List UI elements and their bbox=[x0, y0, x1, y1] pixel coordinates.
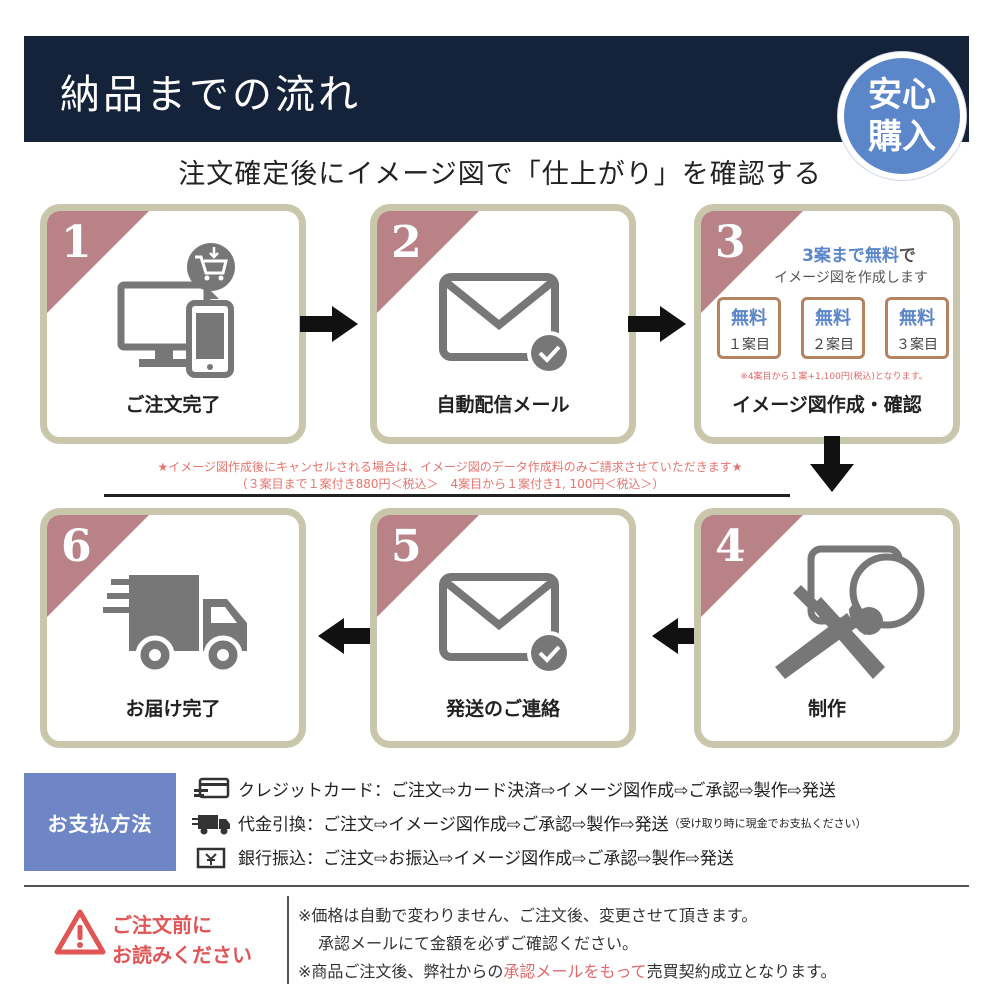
note-line1: ※価格は自動で変わりません、ご注文後、変更させて頂きます。 bbox=[298, 906, 758, 925]
payment-row-bank: 銀行振込：ご注文⇨お振込⇨イメージ図作成⇨ご承認⇨製作⇨発送 bbox=[192, 844, 734, 869]
step-label: 自動配信メール bbox=[436, 394, 570, 416]
payment-row-text: 代金引換：ご注文⇨イメージ図作成⇨ご承認⇨製作⇨発送 bbox=[238, 815, 669, 835]
truck-yen-icon bbox=[192, 814, 230, 834]
cancel-notice-line2: （３案目まで１案付き880円＜税込＞ 4案目から１案付き1, 100円＜税込＞） bbox=[235, 477, 665, 491]
warning-icon bbox=[54, 909, 106, 955]
free-box-top: 無料 bbox=[899, 308, 935, 329]
step-label: 制作 bbox=[807, 698, 846, 720]
free-box-bottom: ２案目 bbox=[812, 337, 854, 353]
step-corner bbox=[47, 211, 149, 313]
step-1-card: 1 ご注文完了 bbox=[40, 204, 306, 444]
step-number: 6 bbox=[61, 521, 92, 572]
step-corner bbox=[701, 211, 803, 313]
anshin-badge: 安心 購入 bbox=[838, 52, 966, 180]
payment-label: お支払方法 bbox=[24, 773, 176, 871]
step-label: 発送のご連絡 bbox=[445, 698, 560, 720]
step-number: 5 bbox=[391, 521, 422, 572]
arrow-right-icon bbox=[300, 306, 358, 342]
free-box: 無料 ２案目 bbox=[801, 297, 865, 359]
page-title: 納品までの流れ bbox=[60, 72, 361, 118]
badge-line1: 安心 bbox=[868, 75, 936, 115]
free-box-top: 無料 bbox=[731, 308, 767, 329]
step-label: お届け完了 bbox=[125, 698, 221, 720]
step-3-card: 3 3案まで無料で イメージ図を作成します 無料 １案目 無料 ２案目 無料 ３… bbox=[694, 204, 960, 444]
warning-text: ご注文前に お読みください bbox=[112, 910, 252, 970]
free-box-top: 無料 bbox=[815, 308, 851, 329]
free-title-blue: 3案まで無料 bbox=[802, 246, 899, 266]
free-title-rest: で bbox=[898, 246, 916, 266]
divider bbox=[104, 494, 790, 497]
mail-check-icon bbox=[439, 573, 571, 675]
step-number: 1 bbox=[61, 217, 92, 268]
tools-design-icon bbox=[775, 545, 925, 679]
free-subtitle: イメージ図を作成します bbox=[774, 270, 928, 286]
note-line3-b: 売買契約成立となります。 bbox=[646, 962, 837, 981]
note-line3: ※商品ご注文後、弊社からの承認メールをもって売買契約成立となります。 bbox=[298, 958, 837, 982]
cancel-notice: ★イメージ図作成後にキャンセルされる場合は、イメージ図のデータ作成料のみご請求さ… bbox=[60, 459, 840, 493]
step-6-card: 6 お届け完了 bbox=[40, 508, 306, 748]
header-bar: 納品までの流れ bbox=[24, 36, 969, 142]
mail-check-icon bbox=[439, 273, 571, 375]
payment-row-note: （受け取り時に現金でお支払ください） bbox=[668, 816, 867, 830]
payment-row-text: 銀行振込：ご注文⇨お振込⇨イメージ図作成⇨ご承認⇨製作⇨発送 bbox=[238, 849, 734, 869]
bank-transfer-icon bbox=[196, 847, 226, 868]
warning-line1: ご注文前に bbox=[112, 913, 212, 937]
payment-row-cod: 代金引換：ご注文⇨イメージ図作成⇨ご承認⇨製作⇨発送 （受け取り時に現金でお支払… bbox=[192, 810, 867, 835]
payment-row-credit: クレジットカード：ご注文⇨カード決済⇨イメージ図作成⇨ご承認⇨製作⇨発送 bbox=[192, 776, 836, 801]
free-box: 無料 ３案目 bbox=[885, 297, 949, 359]
step-label: イメージ図作成・確認 bbox=[732, 394, 922, 416]
note-line3-red: 承認メールをもって bbox=[503, 962, 647, 981]
arrow-right-icon bbox=[628, 306, 686, 342]
free-note: ※4案目から１案+1,100円(税込)となります。 bbox=[740, 372, 928, 382]
step-number: 2 bbox=[391, 217, 422, 268]
subtitle: 注文確定後にイメージ図で「仕上がり」を確認する bbox=[178, 159, 822, 190]
step-5-card: 5 発送のご連絡 bbox=[370, 508, 636, 748]
divider bbox=[24, 885, 969, 887]
note-line3-a: ※商品ご注文後、弊社からの bbox=[298, 962, 504, 981]
step-2-card: 2 自動配信メール bbox=[370, 204, 636, 444]
computer-phone-cart-icon bbox=[117, 243, 235, 378]
step-4-card: 4 制作 bbox=[694, 508, 960, 748]
free-box: 無料 １案目 bbox=[717, 297, 781, 359]
delivery-truck-icon bbox=[103, 575, 247, 675]
badge-line2: 購入 bbox=[868, 117, 936, 157]
step-label: ご注文完了 bbox=[125, 394, 221, 416]
vertical-divider bbox=[287, 896, 289, 984]
note-line2: 承認メールにて金額を必ずご確認ください。 bbox=[318, 934, 639, 953]
step-number: 3 bbox=[715, 217, 746, 268]
free-box-bottom: １案目 bbox=[728, 337, 770, 353]
cancel-notice-line1: ★イメージ図作成後にキャンセルされる場合は、イメージ図のデータ作成料のみご請求さ… bbox=[157, 460, 743, 474]
warning-line2: お読みください bbox=[112, 943, 252, 967]
free-box-bottom: ３案目 bbox=[896, 337, 938, 353]
credit-card-icon bbox=[194, 777, 230, 798]
step-number: 4 bbox=[715, 521, 746, 572]
arrow-down-icon bbox=[810, 436, 854, 492]
payment-row-text: クレジットカード：ご注文⇨カード決済⇨イメージ図作成⇨ご承認⇨製作⇨発送 bbox=[238, 781, 836, 801]
step-corner bbox=[701, 515, 803, 617]
free-title: 3案まで無料で bbox=[759, 241, 953, 266]
free-boxes: 無料 １案目 無料 ２案目 無料 ３案目 bbox=[717, 297, 949, 359]
